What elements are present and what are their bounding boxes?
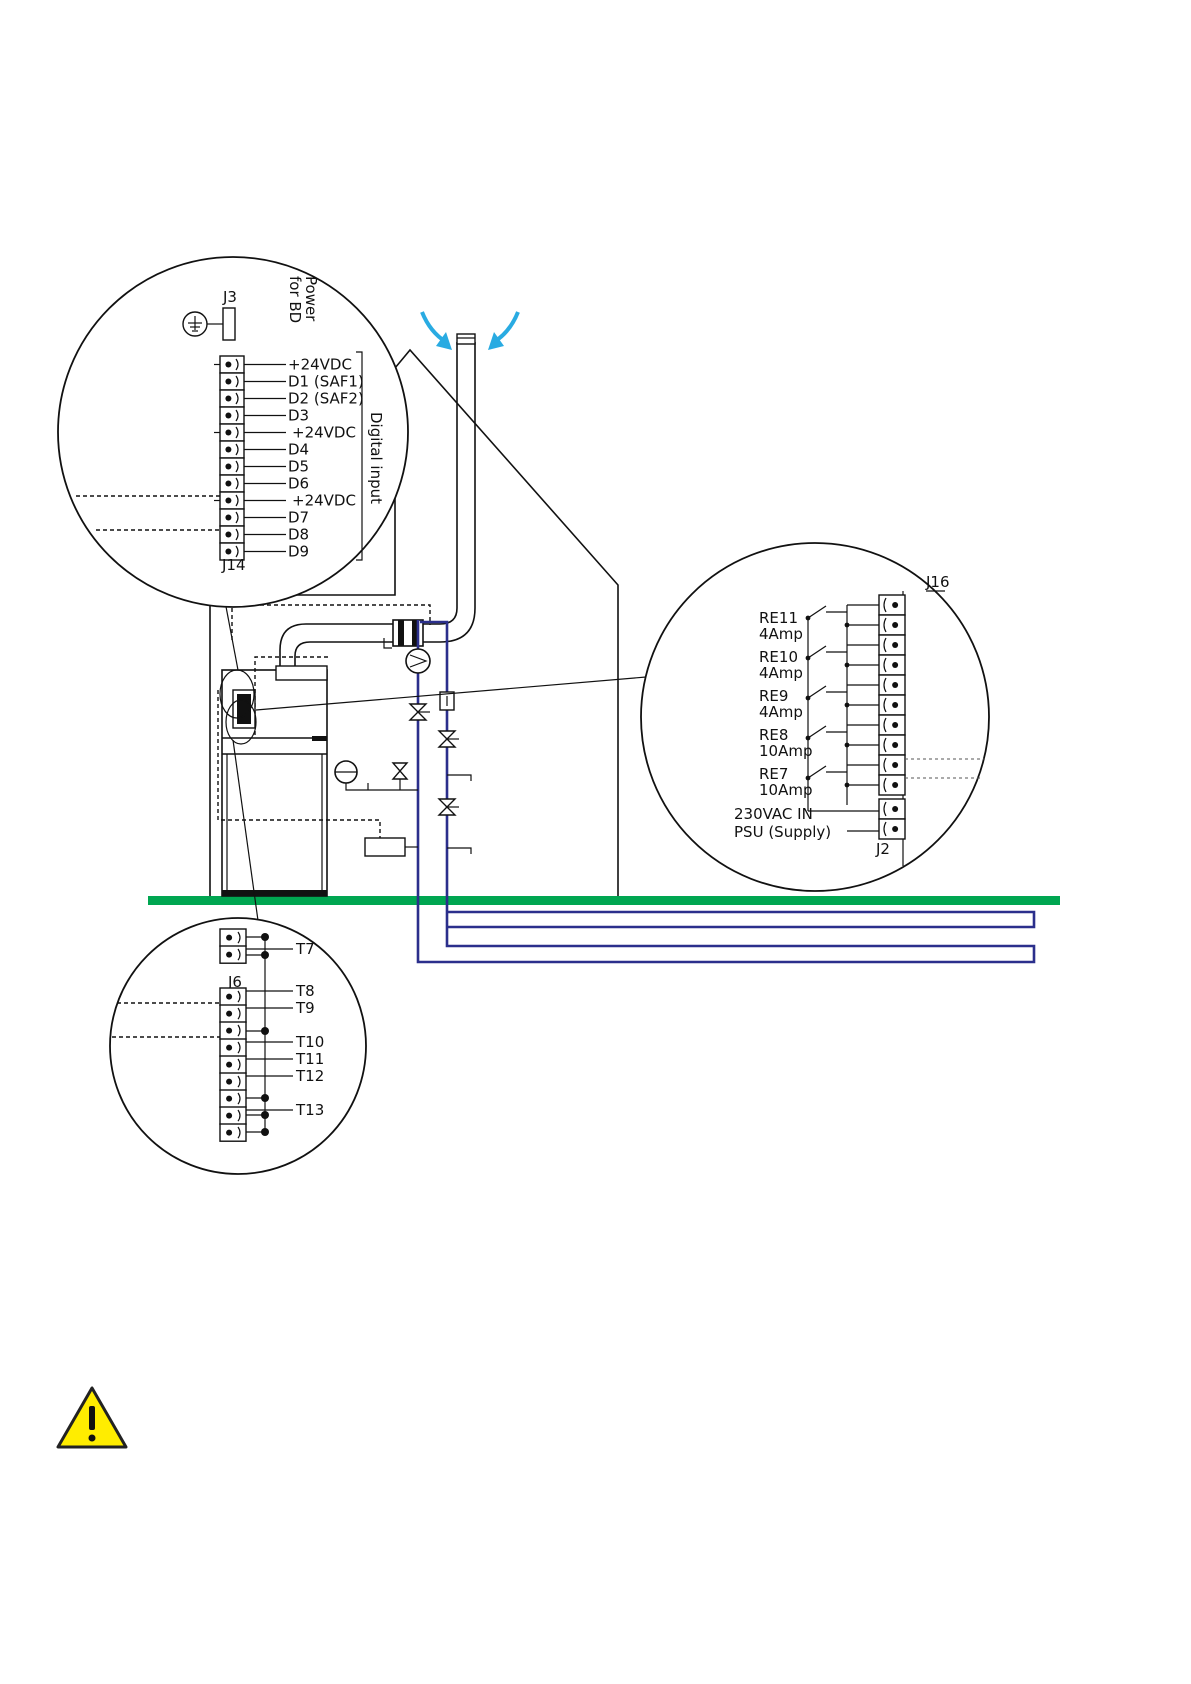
temperature-pin-label: T13	[295, 1101, 324, 1119]
j6-terminal	[220, 1056, 246, 1073]
relay-terminal	[879, 635, 905, 655]
j6-terminal	[220, 988, 246, 1005]
temperature-pin-label: T10	[295, 1033, 324, 1051]
j14-terminal	[220, 373, 244, 390]
power-label-line2: for BD	[286, 276, 304, 323]
j14-pin-label: +24VDC	[288, 356, 352, 374]
j14-terminal	[220, 407, 244, 424]
relay-terminal	[879, 819, 905, 839]
j6-terminal	[220, 1022, 246, 1039]
relay-re8-amp: 10Amp	[759, 742, 812, 760]
supply-label-line2: PSU (Supply)	[734, 823, 831, 841]
relay-terminal	[879, 735, 905, 755]
j14-terminal	[220, 424, 244, 441]
j6-terminal	[220, 1107, 246, 1124]
relay-re7-amp: 10Amp	[759, 781, 812, 799]
valve-icon	[439, 799, 459, 815]
j2-label: J2	[875, 840, 890, 858]
j14-terminal	[220, 492, 244, 509]
temperature-pin-label: T9	[295, 999, 315, 1017]
vent-stack	[410, 334, 475, 642]
relay-terminal	[879, 775, 905, 795]
j14-terminal	[220, 356, 244, 373]
j14-pin-label: D8	[288, 526, 309, 544]
relay-terminal	[879, 655, 905, 675]
j14-terminal	[220, 458, 244, 475]
warning-icon	[58, 1388, 126, 1447]
temperature-pin-label: T7	[295, 940, 315, 958]
j14-pin-label: D1 (SAF1)	[288, 373, 364, 391]
j3-label: J3	[222, 288, 237, 306]
temperature-pin-label: T8	[295, 982, 315, 1000]
supply-label-line1: 230VAC IN	[734, 805, 813, 823]
relay-terminal	[879, 675, 905, 695]
j14-pin-label: D5	[288, 458, 309, 476]
j14-terminal	[220, 509, 244, 526]
j14-pin-label: D7	[288, 509, 309, 527]
j14-pin-label: D2 (SAF2)	[288, 390, 364, 408]
j14-pin-label: +24VDC	[292, 492, 356, 510]
relay-terminal	[879, 615, 905, 635]
relay-terminal	[879, 799, 905, 819]
j14-label: J14	[221, 556, 246, 574]
j14-terminal	[220, 390, 244, 407]
j6-terminal	[220, 1073, 246, 1090]
safety-valve-icon	[393, 763, 407, 790]
valve-icon	[410, 704, 430, 720]
j14-terminal	[220, 526, 244, 543]
j6-terminal	[220, 1005, 246, 1022]
j14-pin-label: +24VDC	[292, 424, 356, 442]
valve-icon	[439, 731, 459, 747]
j14-pin-label: D9	[288, 543, 309, 561]
temperature-pin-label: T11	[295, 1050, 324, 1068]
relay-terminal	[879, 755, 905, 775]
circulation-pump-icon	[406, 649, 430, 673]
j6-terminal	[220, 929, 246, 946]
relay-re10-amp: 4Amp	[759, 664, 803, 682]
relay-re11-amp: 4Amp	[759, 625, 803, 643]
zoom-circle-relay-outputs: J16 RE11 4Amp RE10 4Amp RE9 4Amp RE8 10A…	[641, 543, 989, 891]
relay-terminal	[879, 715, 905, 735]
j6-terminal	[220, 1124, 246, 1141]
digital-input-label: Digital input	[367, 412, 385, 504]
relay-re9-amp: 4Amp	[759, 703, 803, 721]
j6-terminal	[220, 946, 246, 963]
j14-terminal	[220, 475, 244, 492]
ground-symbol-icon	[183, 312, 207, 336]
j6-terminal	[220, 1090, 246, 1107]
j16-label: J16	[925, 573, 950, 591]
ground-line	[148, 896, 1060, 905]
level-switch-box	[365, 838, 418, 856]
relay-terminal	[879, 595, 905, 615]
j6-terminal	[220, 1039, 246, 1056]
j14-pin-label: D4	[288, 441, 309, 459]
j14-pin-label: D6	[288, 475, 309, 493]
j14-terminal	[220, 441, 244, 458]
j14-pin-label: D3	[288, 407, 309, 425]
relay-terminal	[879, 695, 905, 715]
temperature-pin-label: T12	[295, 1067, 324, 1085]
